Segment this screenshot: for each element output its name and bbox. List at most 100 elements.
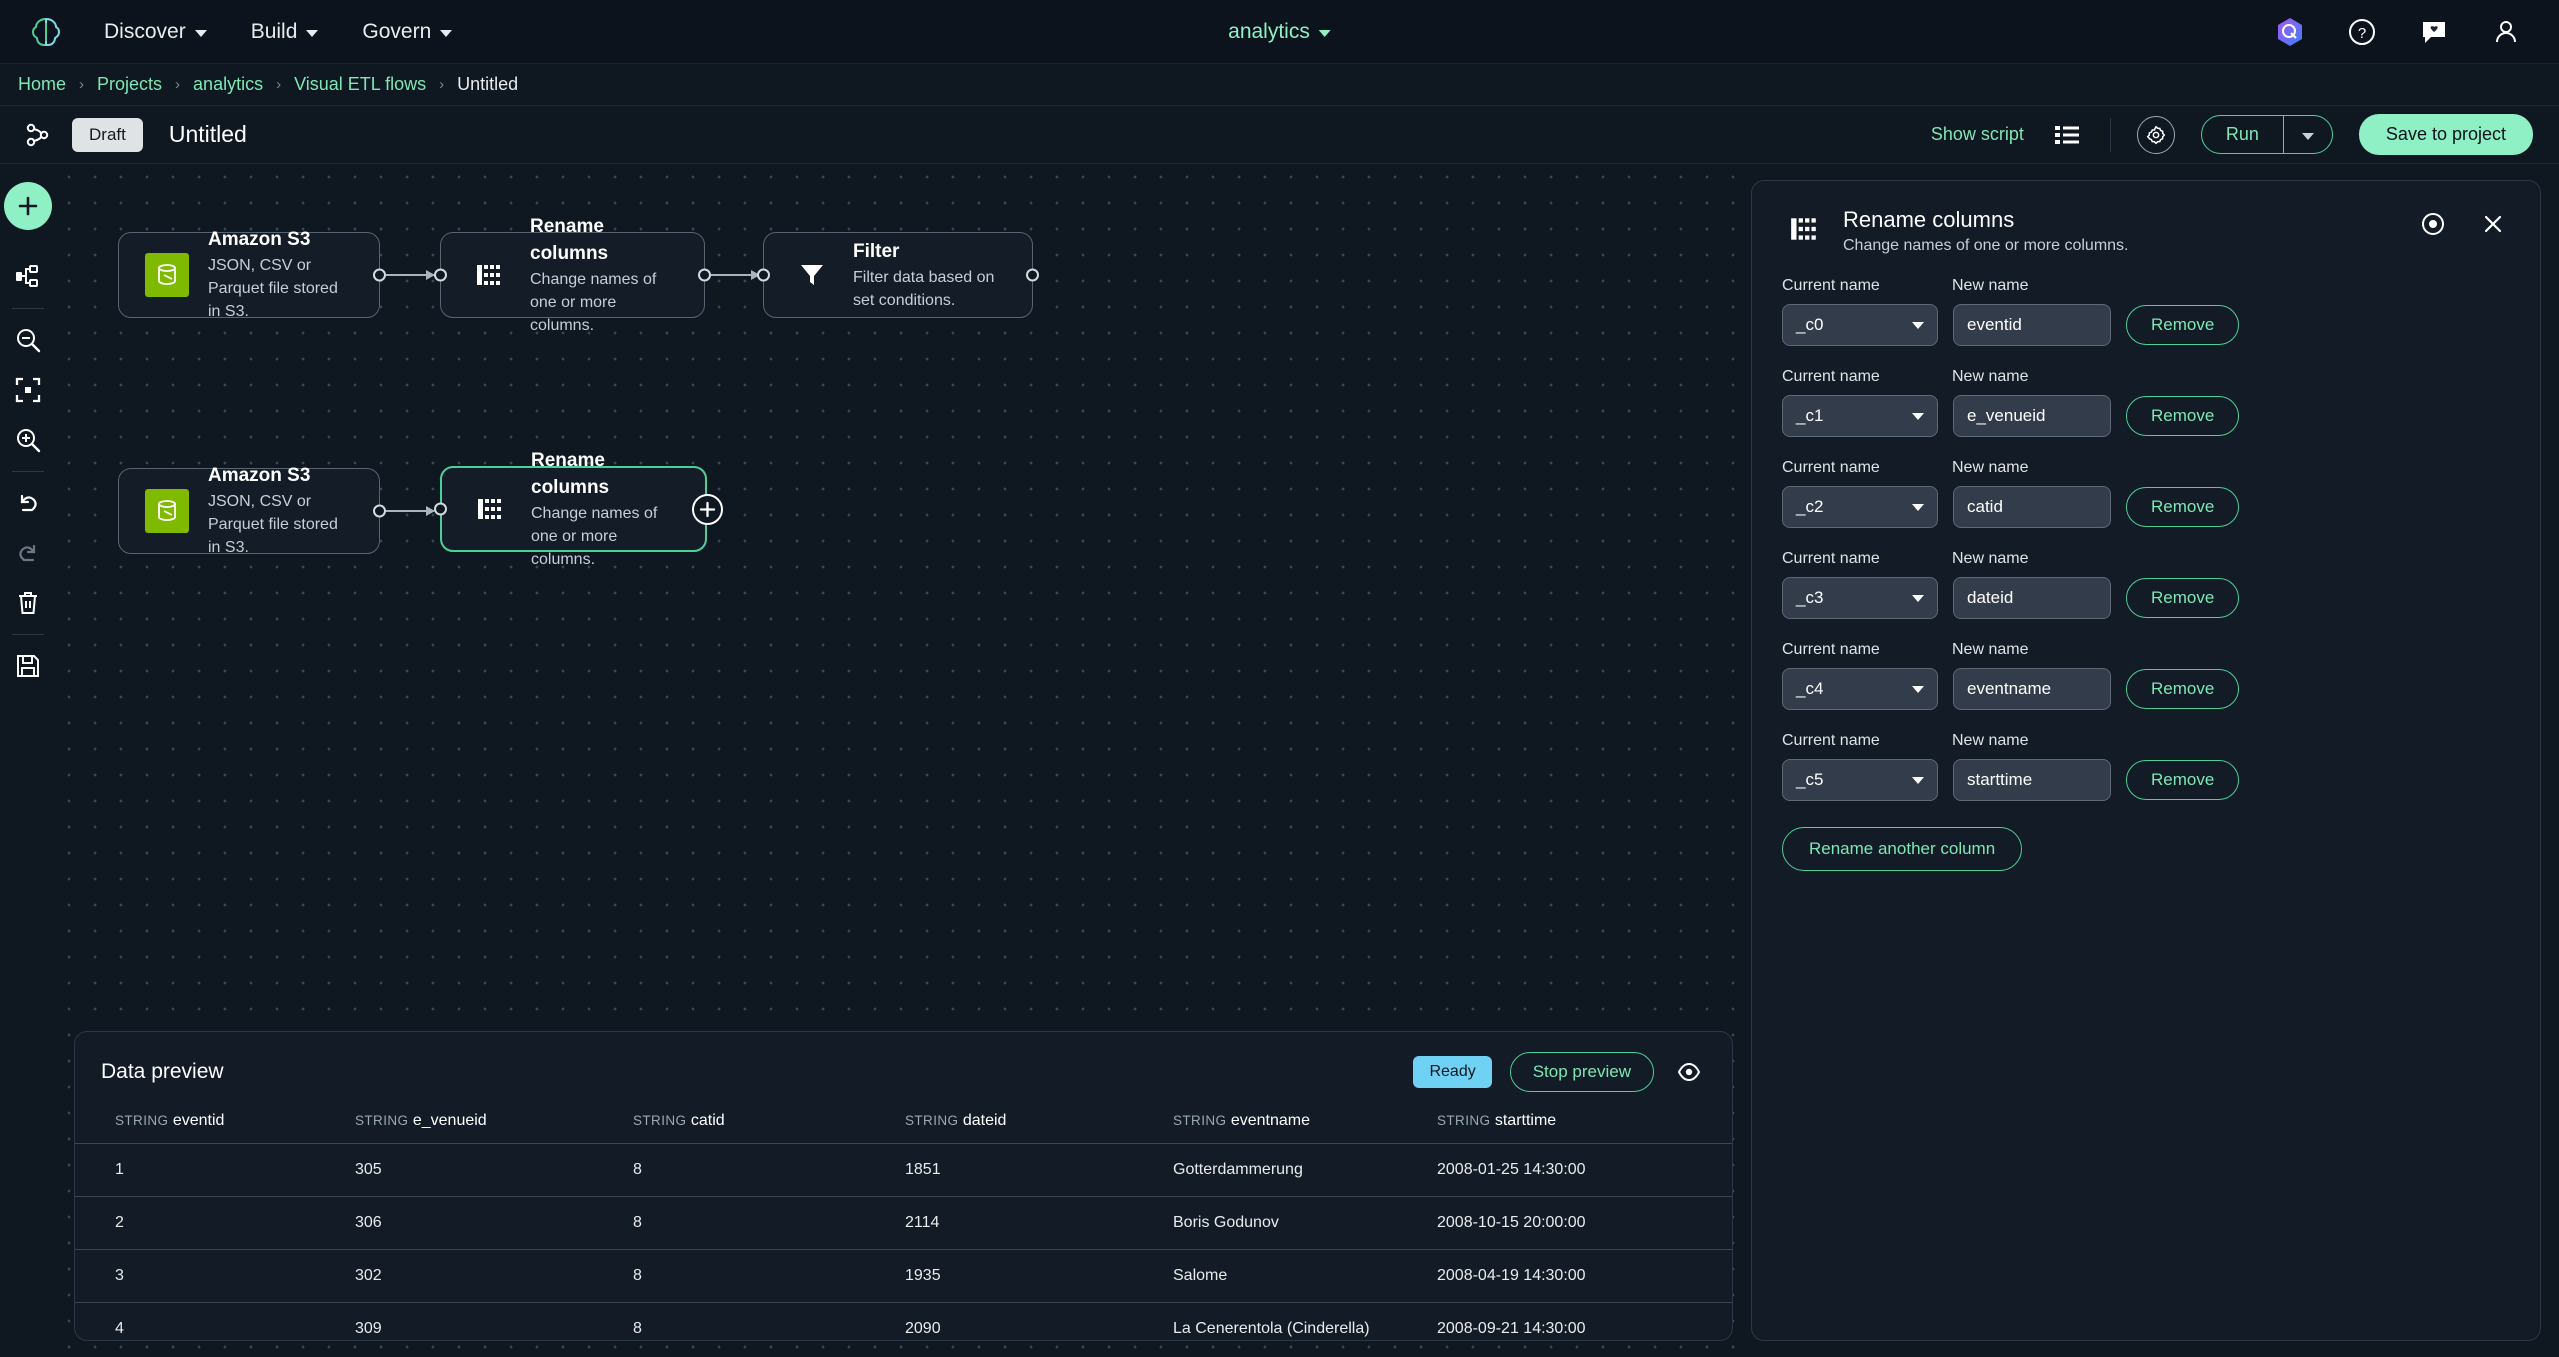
current-name-value: _c1 xyxy=(1796,406,1824,425)
new-name-input[interactable]: starttime xyxy=(1953,759,2111,801)
rename-columns-grid-icon xyxy=(467,253,511,297)
gear-icon[interactable] xyxy=(2136,115,2175,154)
table-header-cell[interactable]: STRING eventid xyxy=(75,1100,355,1144)
target-eye-icon[interactable] xyxy=(2416,207,2450,241)
current-name-select[interactable]: _c2 xyxy=(1782,486,1938,528)
column-name: starttime xyxy=(1494,1112,1557,1129)
show-script-button[interactable]: Show script xyxy=(1930,124,2024,144)
column-name: e_venueid xyxy=(412,1112,487,1129)
table-header-cell[interactable]: STRING e_venueid xyxy=(355,1100,633,1144)
delete-button[interactable] xyxy=(6,578,50,628)
flow-node-amazon-s3-1[interactable]: Amazon S3 JSON, CSV or Parquet file stor… xyxy=(118,229,386,320)
run-options-dropdown[interactable] xyxy=(2284,116,2332,153)
add-connected-node-button[interactable] xyxy=(692,494,723,525)
zoom-in-button[interactable] xyxy=(6,415,50,465)
current-name-select[interactable]: _c4 xyxy=(1782,668,1938,710)
remove-rule-button[interactable]: Remove xyxy=(2126,578,2240,618)
rename-rule-row: Current name New name _c4 eventname Remo… xyxy=(1782,641,2510,710)
table-cell: La Cenerentola (Cinderella) xyxy=(1173,1302,1437,1340)
nav-item-govern[interactable]: Govern xyxy=(362,20,453,44)
remove-rule-button[interactable]: Remove xyxy=(2126,760,2240,800)
new-name-input[interactable]: e_venueid xyxy=(1953,395,2111,437)
table-row[interactable]: 3 302 8 1935 Salome 2008-04-19 14:30:00 xyxy=(75,1249,1732,1303)
nav-item-build[interactable]: Build xyxy=(251,20,319,44)
new-name-input[interactable]: eventid xyxy=(1953,304,2111,346)
current-name-select[interactable]: _c3 xyxy=(1782,577,1938,619)
column-type: STRING xyxy=(355,1113,409,1128)
current-name-select[interactable]: _c1 xyxy=(1782,395,1938,437)
flow-node-rename-columns-2[interactable]: Rename columns Change names of one or mo… xyxy=(434,450,707,568)
current-name-select[interactable]: _c5 xyxy=(1782,759,1938,801)
table-header-cell[interactable]: STRING starttime xyxy=(1437,1100,1732,1144)
save-to-project-button[interactable]: Save to project xyxy=(2358,114,2533,155)
breadcrumb-item-analytics[interactable]: analytics xyxy=(193,74,264,94)
remove-rule-button[interactable]: Remove xyxy=(2126,305,2240,345)
node-output-port[interactable] xyxy=(373,268,386,282)
new-name-input[interactable]: eventname xyxy=(1953,668,2111,710)
run-button[interactable]: Run xyxy=(2225,124,2259,144)
project-selector-label: analytics xyxy=(1228,19,1310,43)
brain-logo-icon[interactable] xyxy=(26,12,66,52)
save-button[interactable] xyxy=(6,641,50,691)
flow-graph-icon[interactable] xyxy=(22,120,52,150)
table-cell: 8 xyxy=(633,1249,905,1303)
flow-node-amazon-s3-2[interactable]: Amazon S3 JSON, CSV or Parquet file stor… xyxy=(118,465,386,556)
table-header-cell[interactable]: STRING eventname xyxy=(1173,1100,1437,1144)
breadcrumb-separator-icon: › xyxy=(79,76,85,93)
current-name-label: Current name xyxy=(1782,550,1880,567)
breadcrumb-item-home[interactable]: Home xyxy=(18,74,67,94)
auto-layout-button[interactable] xyxy=(6,252,50,302)
column-name: eventname xyxy=(1230,1112,1311,1129)
current-name-label: Current name xyxy=(1782,641,1880,658)
current-name-select[interactable]: _c0 xyxy=(1782,304,1938,346)
redo-button[interactable] xyxy=(6,528,50,578)
table-row[interactable]: 1 305 8 1851 Gotterdammerung 2008-01-25 … xyxy=(75,1143,1732,1197)
flow-node-rename-columns-1[interactable]: Rename columns Change names of one or mo… xyxy=(434,216,711,334)
node-input-port[interactable] xyxy=(757,268,770,282)
tool-divider xyxy=(12,308,44,309)
add-node-button[interactable] xyxy=(4,182,52,230)
undo-button[interactable] xyxy=(6,478,50,528)
node-output-port[interactable] xyxy=(373,504,386,518)
new-name-input[interactable]: dateid xyxy=(1953,577,2111,619)
table-header-cell[interactable]: STRING dateid xyxy=(905,1100,1173,1144)
help-circle-icon[interactable]: ? xyxy=(2345,15,2379,49)
nav-item-discover[interactable]: Discover xyxy=(104,20,207,44)
rule-labels: Current name New name xyxy=(1782,641,2510,659)
project-selector[interactable]: analytics xyxy=(1228,20,1331,44)
main-area: Amazon S3 JSON, CSV or Parquet file stor… xyxy=(0,164,2559,1357)
node-input-port[interactable] xyxy=(434,268,447,282)
amazon-s3-bucket-icon xyxy=(145,489,189,533)
table-row[interactable]: 4 309 8 2090 La Cenerentola (Cinderella)… xyxy=(75,1302,1732,1340)
breadcrumb-item-visual-etl-flows[interactable]: Visual ETL flows xyxy=(294,74,427,94)
rename-another-column-button[interactable]: Rename another column xyxy=(1782,827,2023,871)
tool-divider xyxy=(12,471,44,472)
feedback-icon[interactable] xyxy=(2417,15,2451,49)
flow-node-text: Rename columns Change names of one or mo… xyxy=(531,447,679,572)
new-name-input[interactable]: catid xyxy=(1953,486,2111,528)
breadcrumb-item-projects[interactable]: Projects xyxy=(97,74,163,94)
etl-flow-canvas[interactable]: Amazon S3 JSON, CSV or Parquet file stor… xyxy=(56,164,1751,1357)
page-title[interactable]: Untitled xyxy=(168,121,247,147)
node-output-port[interactable] xyxy=(698,268,711,282)
user-profile-icon[interactable] xyxy=(2489,15,2523,49)
node-output-port[interactable] xyxy=(1026,268,1039,282)
table-header-row: STRING eventid STRING e_venueid STRING c… xyxy=(75,1100,1732,1144)
q-assistant-icon[interactable] xyxy=(2273,15,2307,49)
table-header-cell[interactable]: STRING catid xyxy=(633,1100,905,1144)
current-name-value: _c5 xyxy=(1796,770,1824,789)
remove-rule-button[interactable]: Remove xyxy=(2126,396,2240,436)
table-row[interactable]: 2 306 8 2114 Boris Godunov 2008-10-15 20… xyxy=(75,1196,1732,1250)
stop-preview-button[interactable]: Stop preview xyxy=(1509,1052,1654,1092)
fit-to-screen-button[interactable] xyxy=(6,365,50,415)
list-view-icon[interactable] xyxy=(2050,118,2084,152)
close-icon[interactable] xyxy=(2476,207,2510,241)
eye-icon[interactable] xyxy=(1672,1055,1706,1089)
flow-node-subtitle: Change names of one or more columns. xyxy=(530,270,657,335)
flow-node-filter-1[interactable]: Filter Filter data based on set conditio… xyxy=(757,232,1039,318)
remove-rule-button[interactable]: Remove xyxy=(2126,487,2240,527)
remove-rule-button[interactable]: Remove xyxy=(2126,669,2240,709)
chevron-down-icon xyxy=(1318,30,1331,37)
zoom-out-button[interactable] xyxy=(6,315,50,365)
node-input-port[interactable] xyxy=(434,502,447,516)
